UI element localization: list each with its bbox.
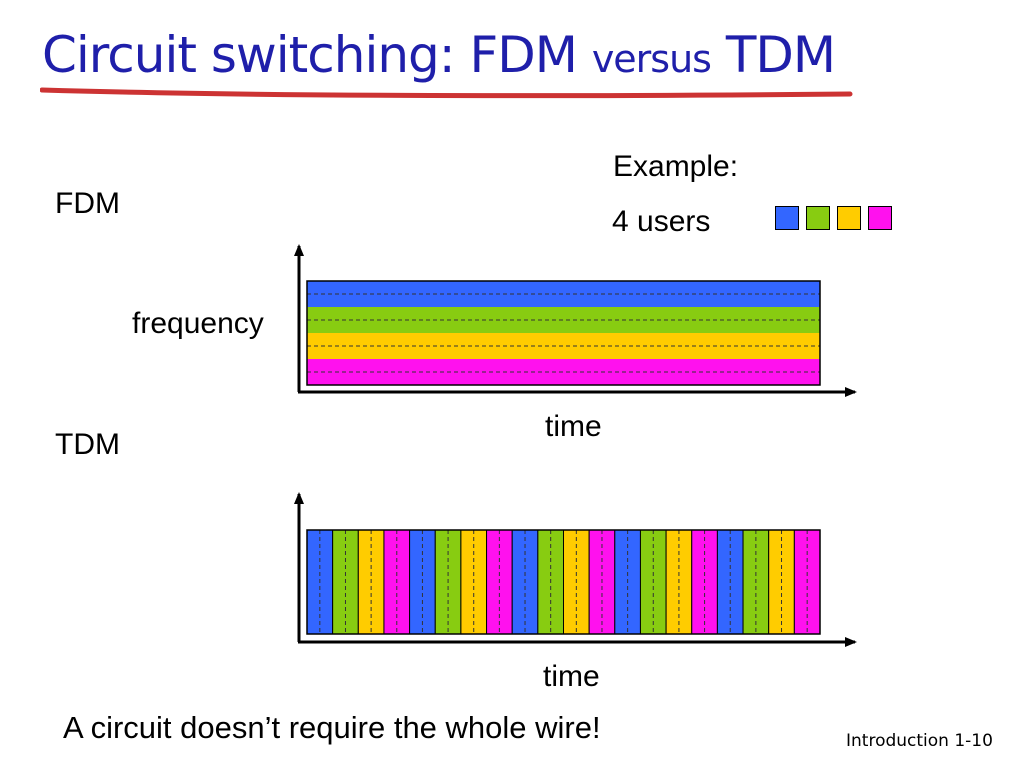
user-swatch-3: [837, 206, 861, 230]
user-color-swatches: [775, 206, 892, 230]
caption: A circuit doesn’t require the whole wire…: [63, 710, 601, 745]
user-swatch-1: [775, 206, 799, 230]
fdm-time-label: time: [545, 410, 602, 443]
tdm-time-label: time: [543, 660, 600, 693]
title-underline: [40, 87, 853, 99]
tdm-axes: [294, 492, 857, 647]
tdm-slots: [306, 529, 821, 635]
user-swatch-4: [868, 206, 892, 230]
fdm-bands: [306, 280, 821, 386]
tdm-label: TDM: [55, 428, 120, 461]
tdm-slot-border: [306, 529, 821, 635]
fdm-label: FDM: [55, 187, 120, 220]
example-heading: Example:: [613, 150, 739, 183]
slide-footer: Introduction 1-10: [846, 731, 993, 751]
fdm-band-border: [306, 280, 821, 386]
page-title: Circuit switching: FDM versus TDM: [42, 26, 836, 84]
title-main: Circuit switching: FDM: [42, 26, 592, 84]
title-tail: TDM: [710, 26, 836, 84]
fdm-frequency-label: frequency: [132, 307, 264, 340]
example-users-label: 4 users: [612, 205, 711, 238]
user-swatch-2: [806, 206, 830, 230]
title-versus: versus: [591, 37, 712, 81]
fdm-axes: [294, 244, 857, 397]
